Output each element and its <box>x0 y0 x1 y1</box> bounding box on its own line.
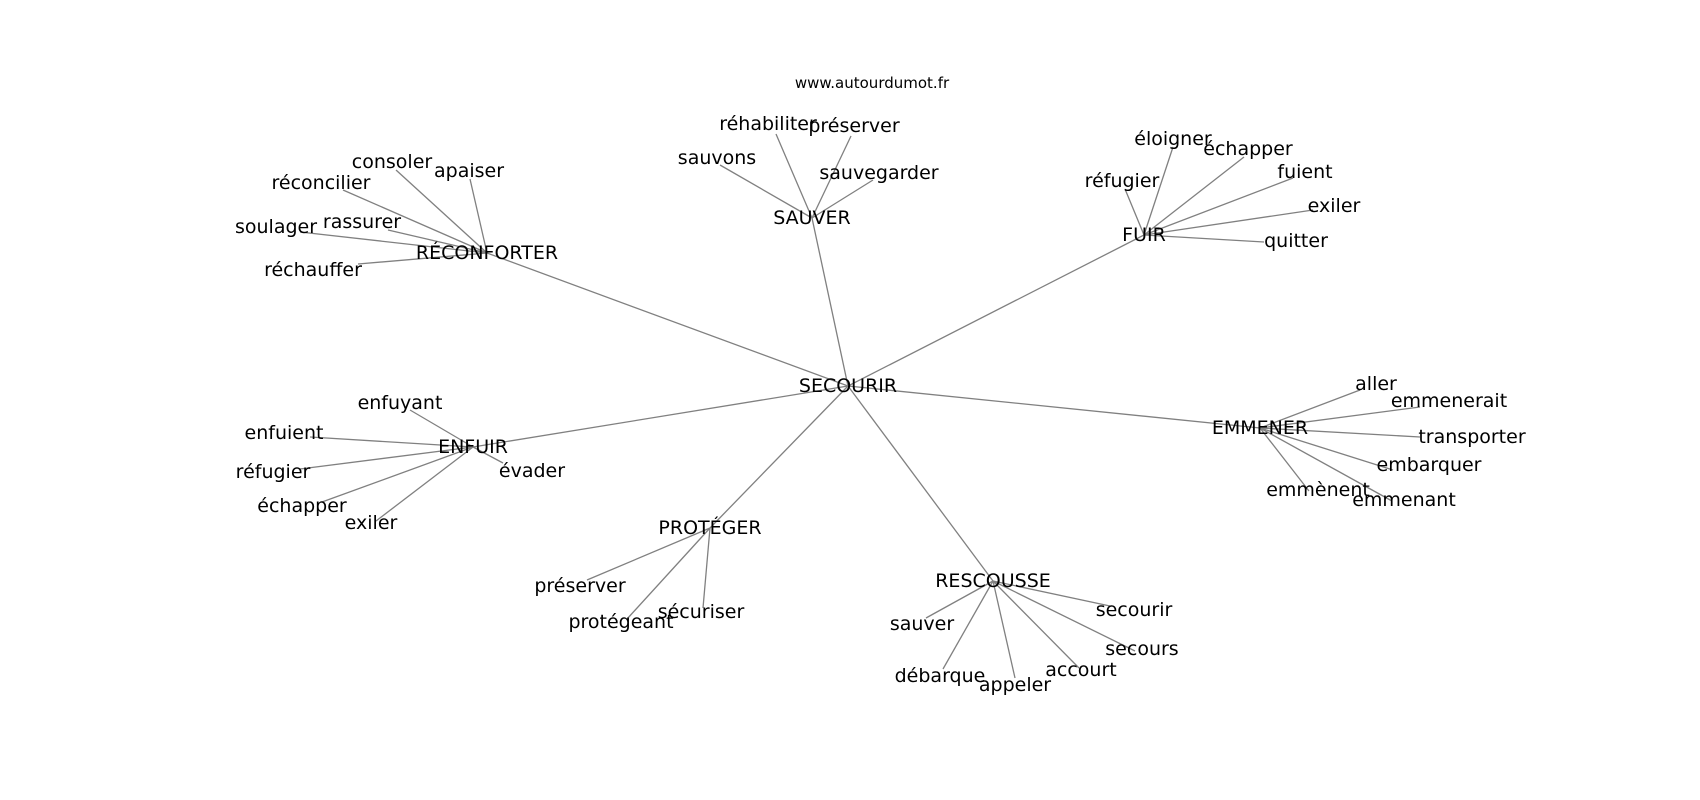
edge-proteger-preserver <box>586 527 711 581</box>
word-node-debarque: débarque <box>895 665 986 687</box>
word-node-emmenerait: emmenerait <box>1391 390 1507 412</box>
word-node-exiler: exiler <box>1308 195 1361 217</box>
edge-fuir-quitter <box>1143 234 1265 243</box>
edge-center-rescousse <box>847 385 994 582</box>
edge-rescousse-sauver <box>925 580 994 619</box>
edge-enfuir-echapper <box>321 446 474 503</box>
edge-fuir-echapper <box>1143 156 1245 236</box>
edge-emmener-emmenerait <box>1259 406 1421 429</box>
edge-center-sauver <box>811 217 849 387</box>
edge-enfuir-enfuyant <box>409 409 474 448</box>
word-node-preserver: préserver <box>808 115 899 137</box>
graph-edges <box>299 133 1421 679</box>
hub-node-rescousse: RESCOUSSE <box>935 570 1051 592</box>
word-node-refugier: réfugier <box>1085 170 1160 192</box>
edge-enfuir-evader <box>472 446 504 464</box>
word-node-evader: évader <box>499 460 565 482</box>
hub-node-proteger: PROTÉGER <box>658 516 761 539</box>
word-node-rehabiliter: réhabiliter <box>719 113 817 135</box>
hub-node-fuir: FUIR <box>1122 224 1166 246</box>
edge-reconforter-soulager <box>299 231 488 254</box>
edge-rescousse-debarque <box>942 580 994 670</box>
word-node-emmenant: emmenant <box>1352 489 1456 511</box>
edge-reconforter-reconcilier <box>342 189 488 254</box>
edge-fuir-refugier <box>1124 188 1145 236</box>
edge-sauver-rehabiliter <box>775 133 813 219</box>
word-node-protegeant: protégeant <box>568 611 673 633</box>
edge-fuir-fuient <box>1143 177 1294 236</box>
edge-center-reconforter <box>486 252 849 387</box>
edge-sauver-sauvons <box>719 164 813 219</box>
word-node-secours: secours <box>1105 638 1178 660</box>
word-node-consoler: consoler <box>352 151 433 173</box>
word-node-reconcilier: réconcilier <box>272 172 371 194</box>
word-node-enfuyant: enfuyant <box>358 392 443 414</box>
edge-enfuir-refugier <box>299 446 474 470</box>
edge-proteger-protegeant <box>626 527 711 620</box>
edge-reconforter-consoler <box>395 169 488 254</box>
edge-emmener-transporter <box>1259 427 1421 438</box>
source-label: www.autourdumot.fr <box>795 74 950 92</box>
edge-sauver-preserver <box>811 135 852 219</box>
word-node-sauvons: sauvons <box>678 147 756 169</box>
word-node-secourir: secourir <box>1096 599 1173 621</box>
edge-enfuir-exiler <box>375 446 474 522</box>
word-node-aller: aller <box>1355 373 1397 395</box>
edge-enfuir-enfuient <box>309 436 474 448</box>
word-node-fuient: fuient <box>1277 161 1332 183</box>
hub-node-reconforter: RÉCONFORTER <box>416 241 558 264</box>
edge-center-emmener <box>847 385 1261 429</box>
edge-sauver-sauvegarder <box>811 179 874 219</box>
edge-rescousse-appeler <box>992 580 1016 679</box>
word-node-echapper: échapper <box>1203 138 1293 160</box>
edge-emmener-emmenant <box>1259 427 1393 502</box>
word-node-echapper: échapper <box>257 495 347 517</box>
word-node-preserver: préserver <box>534 575 625 597</box>
edge-fuir-eloigner <box>1143 146 1174 236</box>
edge-center-proteger <box>709 385 849 529</box>
edge-rescousse-accourt <box>992 580 1080 669</box>
edge-emmener-embarquer <box>1259 427 1394 471</box>
edge-emmener-emmenent <box>1259 427 1310 492</box>
word-node-embarquer: embarquer <box>1377 454 1482 476</box>
word-node-refugier: réfugier <box>236 461 311 483</box>
word-node-soulager: soulager <box>235 216 317 238</box>
center-node: SECOURIR <box>799 375 897 397</box>
word-node-apaiser: apaiser <box>434 160 504 182</box>
edge-reconforter-rechauffer <box>357 252 488 265</box>
edge-center-fuir <box>847 234 1145 387</box>
edge-rescousse-secours <box>992 580 1136 652</box>
word-node-rechauffer: réchauffer <box>264 259 362 281</box>
word-node-sauvegarder: sauvegarder <box>819 162 938 184</box>
graph-labels: www.autourdumot.fr réhabiliterpréservers… <box>235 74 1526 696</box>
edge-center-enfuir <box>472 385 849 448</box>
word-node-quitter: quitter <box>1264 230 1328 252</box>
edge-reconforter-rassurer <box>387 229 488 254</box>
word-node-exiler: exiler <box>345 512 398 534</box>
word-node-accourt: accourt <box>1045 659 1116 681</box>
edge-reconforter-apaiser <box>469 178 488 254</box>
word-node-sauver: sauver <box>890 613 955 635</box>
edge-fuir-exiler <box>1143 209 1314 236</box>
edge-emmener-aller <box>1259 389 1361 429</box>
word-node-securiser: sécuriser <box>658 601 745 623</box>
word-node-eloigner: éloigner <box>1134 128 1212 150</box>
hub-node-emmener: EMMENER <box>1212 417 1308 439</box>
edge-rescousse-secourir <box>992 580 1111 607</box>
word-node-emmenent: emmènent <box>1266 479 1370 501</box>
word-node-appeler: appeler <box>979 674 1051 696</box>
word-node-transporter: transporter <box>1418 426 1525 448</box>
edge-proteger-securiser <box>702 527 711 609</box>
word-node-rassurer: rassurer <box>323 211 401 233</box>
hub-node-enfuir: ENFUIR <box>438 436 508 458</box>
word-node-enfuient: enfuient <box>245 422 324 444</box>
hub-node-sauver: SAUVER <box>773 207 851 229</box>
